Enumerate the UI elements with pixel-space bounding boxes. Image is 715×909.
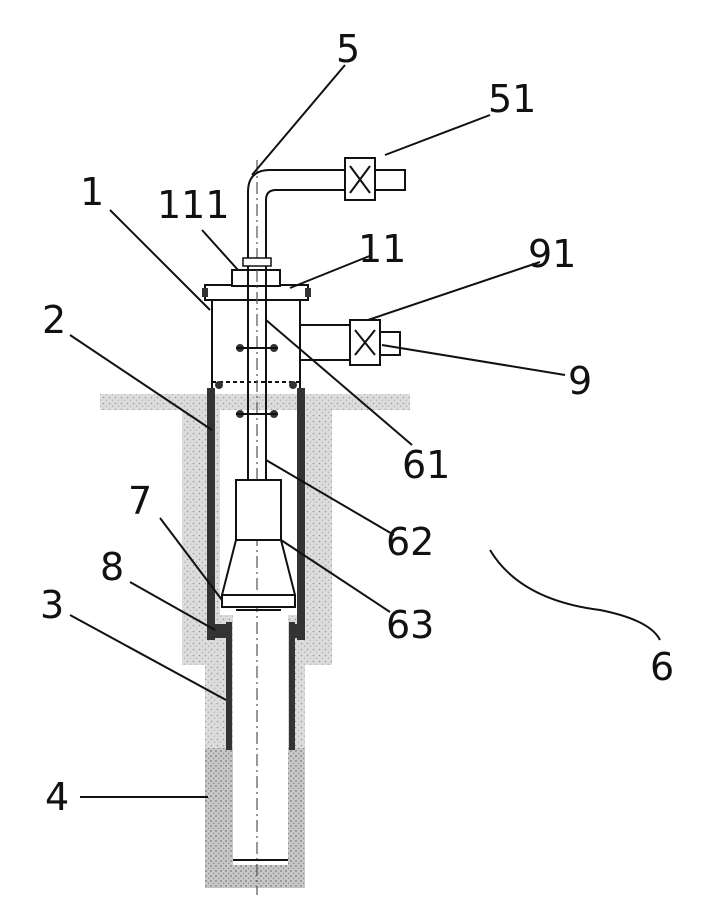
label-9: 9 [568, 359, 592, 403]
inner-casing-right-wall [289, 622, 295, 750]
leader-9 [382, 345, 565, 375]
leader-5 [252, 65, 345, 175]
lower-bore-interior [233, 615, 288, 865]
label-11: 11 [358, 227, 406, 271]
flange-bolt-right [305, 288, 311, 297]
side-outlet [300, 320, 400, 365]
brace-6 [490, 550, 660, 640]
ground-surface [100, 394, 410, 410]
label-1: 1 [80, 170, 104, 214]
tool-body-63 [236, 480, 281, 540]
outer-casing-left-wall [207, 388, 215, 640]
flange-111 [232, 270, 280, 286]
label-111: 111 [157, 183, 230, 227]
label-91: 91 [528, 232, 576, 276]
label-51: 51 [488, 77, 536, 121]
pipe-51-end [375, 170, 405, 190]
label-4: 4 [45, 775, 69, 819]
outlet-pipe-end [380, 332, 400, 355]
leader-2 [70, 335, 212, 430]
label-5: 5 [336, 27, 360, 71]
label-2: 2 [42, 298, 66, 342]
label-3: 3 [40, 583, 64, 627]
label-6: 6 [650, 645, 674, 689]
label-7: 7 [128, 479, 152, 523]
outer-casing-right-wall [297, 388, 305, 640]
tool-collar [222, 595, 295, 607]
label-63: 63 [386, 603, 434, 647]
label-62: 62 [386, 520, 434, 564]
flange-bolt-left [202, 288, 208, 297]
inner-casing-left-wall [226, 622, 232, 750]
leader-111 [202, 230, 238, 270]
coupling [243, 258, 271, 266]
labels: 5 51 1 111 11 91 2 9 61 7 62 8 3 63 6 4 [40, 27, 674, 819]
label-8: 8 [100, 545, 124, 589]
label-61: 61 [402, 443, 450, 487]
housing-bolt-right [289, 381, 297, 389]
housing-bolt-left [215, 381, 223, 389]
leader-51 [385, 115, 490, 155]
